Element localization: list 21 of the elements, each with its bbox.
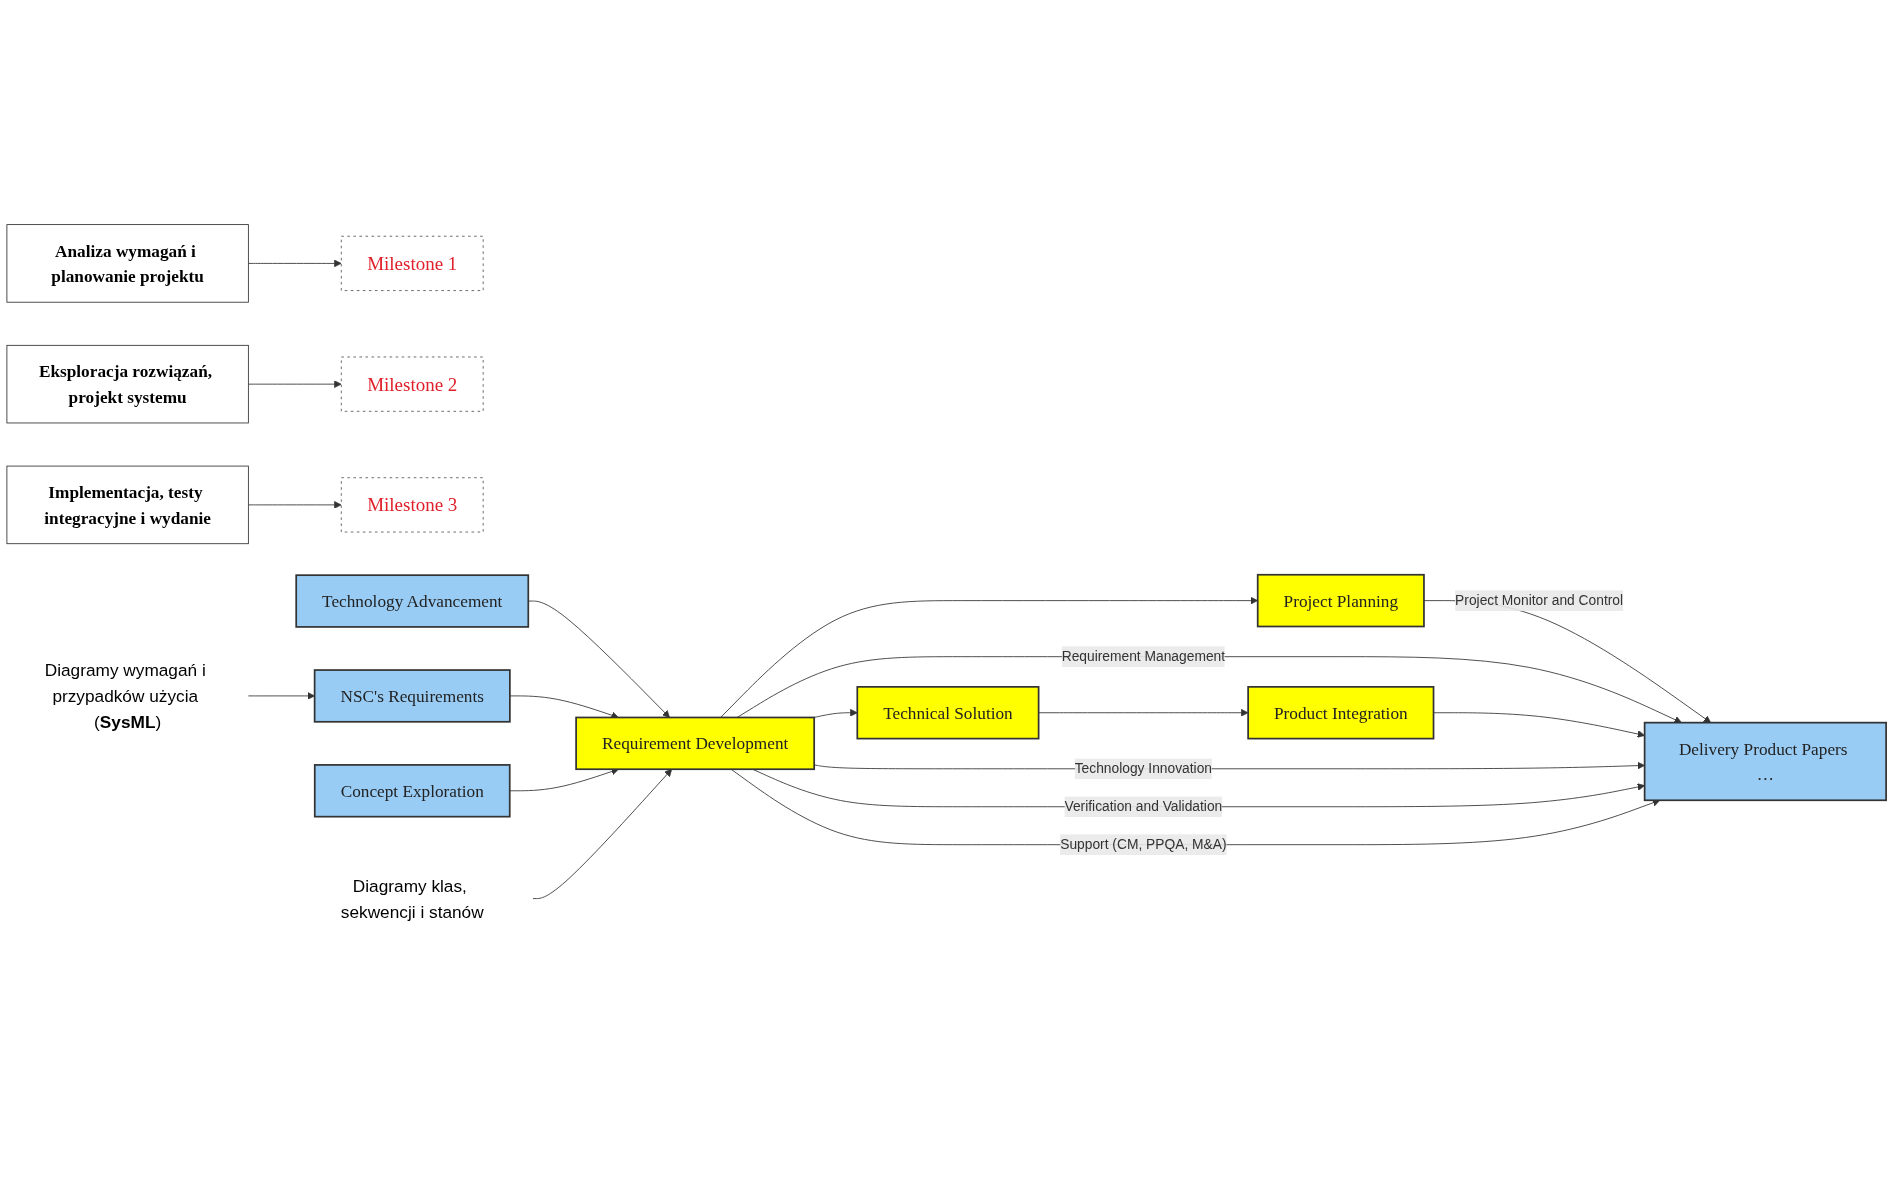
edge-label: Support (CM, PPQA, M&A) [1060, 836, 1227, 852]
node-box: Implementacja, testy integracyjne i wydanie [6, 465, 249, 545]
node-box: Milestone 3 [340, 477, 484, 533]
edge-label: Technology Innovation [1074, 761, 1213, 776]
edge-label: Verification and Validation [1064, 798, 1223, 814]
edge-label: Project Monitor and Control [1455, 592, 1624, 608]
node-box: Technical Solution [856, 686, 1040, 740]
node-box: Requirement Development [575, 716, 816, 771]
node-text: Diagramy klas, sekwencji i stanów [340, 876, 484, 922]
node-box: NSC's Requirements [313, 669, 511, 723]
node-box: Technology Advancement [295, 574, 530, 628]
node-box: Product Integration [1247, 686, 1435, 740]
node-box: Milestone 2 [340, 356, 484, 412]
node-box: Eksploracja rozwiązań, projekt systemu [6, 344, 249, 424]
node-box: Delivery Product Papers … [1643, 721, 1887, 802]
edge-label: Requirement Management [1061, 648, 1226, 664]
node-box: Project Planning [1256, 573, 1425, 628]
node-text: Diagramy wymagań i przypadków użycia (SysML) [44, 660, 206, 732]
node-box: Analiza wymagań i planowanie projektu [6, 224, 249, 303]
node-box: Milestone 1 [340, 235, 484, 291]
node-box: Concept Exploration [313, 764, 511, 818]
